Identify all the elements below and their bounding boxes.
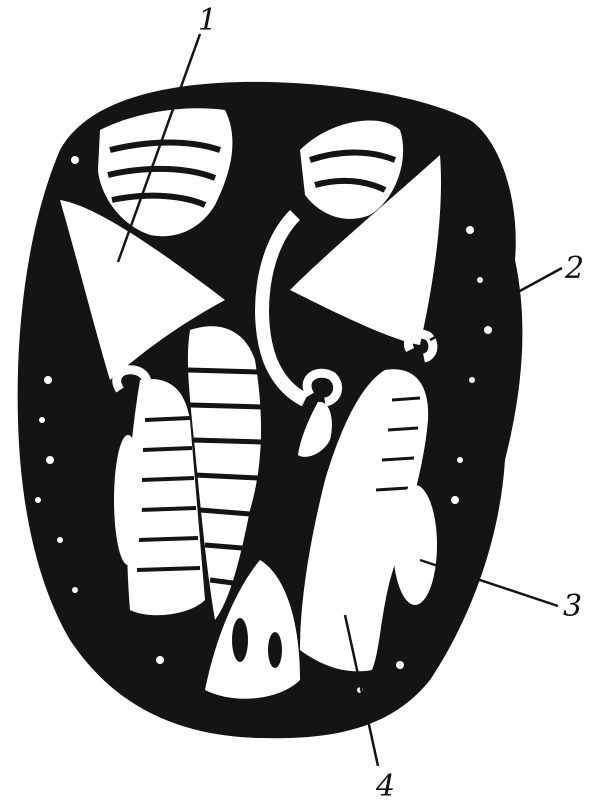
bottom-left-lobe-hole-b — [268, 632, 282, 668]
bottom-left-lobe-hole-a — [232, 618, 248, 662]
right-small-oval — [393, 485, 437, 605]
label-3: 3 — [563, 592, 582, 622]
label-2: 2 — [565, 254, 584, 284]
label-4: 4 — [376, 772, 395, 802]
left-small-oval — [114, 435, 142, 565]
label-1: 1 — [198, 6, 217, 36]
